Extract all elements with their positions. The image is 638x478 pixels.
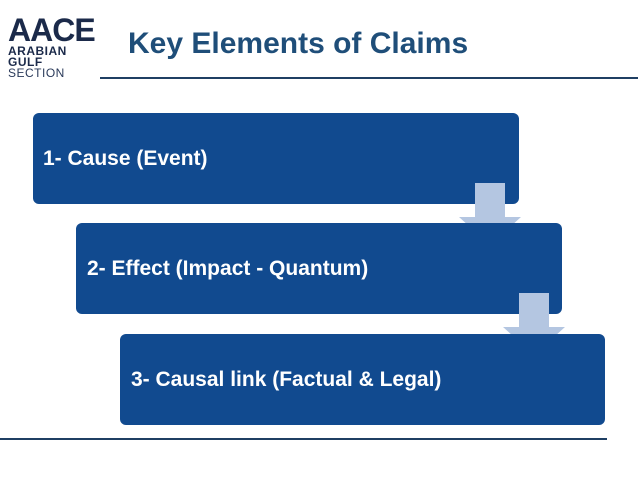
logo-line-arabian: ARABIAN: [8, 44, 67, 58]
step-box-cause: 1- Cause (Event): [33, 113, 519, 204]
step-label-cause: 1- Cause (Event): [43, 146, 208, 170]
step-label-effect: 2- Effect (Impact - Quantum): [87, 256, 369, 280]
logo-line-gulf: GULF: [8, 55, 43, 69]
aace-logo: AACE ARABIAN GULF SECTION: [8, 14, 100, 80]
logo-mark: AACE: [8, 12, 96, 48]
title-underline: [100, 77, 638, 79]
footer-rule: [0, 438, 607, 440]
slide-title: Key Elements of Claims: [128, 27, 469, 60]
step-box-effect: 2- Effect (Impact - Quantum): [76, 223, 562, 314]
logo-line-section: SECTION: [8, 66, 65, 80]
step-label-causal-link: 3- Causal link (Factual & Legal): [131, 367, 442, 391]
step-box-causal-link: 3- Causal link (Factual & Legal): [120, 334, 605, 425]
